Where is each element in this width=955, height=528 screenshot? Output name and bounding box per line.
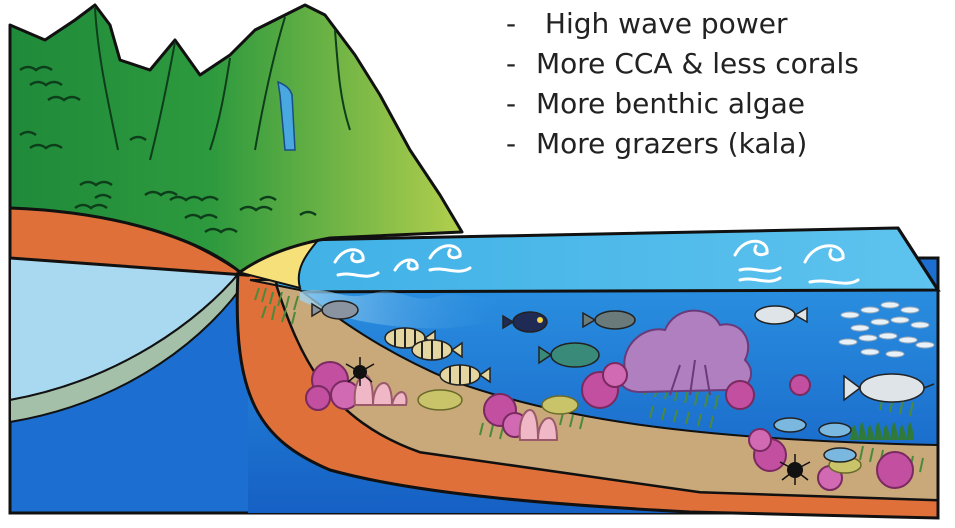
reef-characteristics-list: - High wave power -More CCA & less coral… [506,4,859,164]
bullet-item: -More CCA & less corals [506,44,859,84]
bullet-item: - High wave power [506,4,859,44]
bullet-item: -More grazers (kala) [506,124,859,164]
bullet-text-grazers: More grazers (kala) [536,127,807,160]
bullet-text-wave-power: High wave power [536,7,787,40]
bullet-text-cca: More CCA & less corals [536,47,859,80]
bullet-text-algae: More benthic algae [536,87,805,120]
bullet-item: -More benthic algae [506,84,859,124]
